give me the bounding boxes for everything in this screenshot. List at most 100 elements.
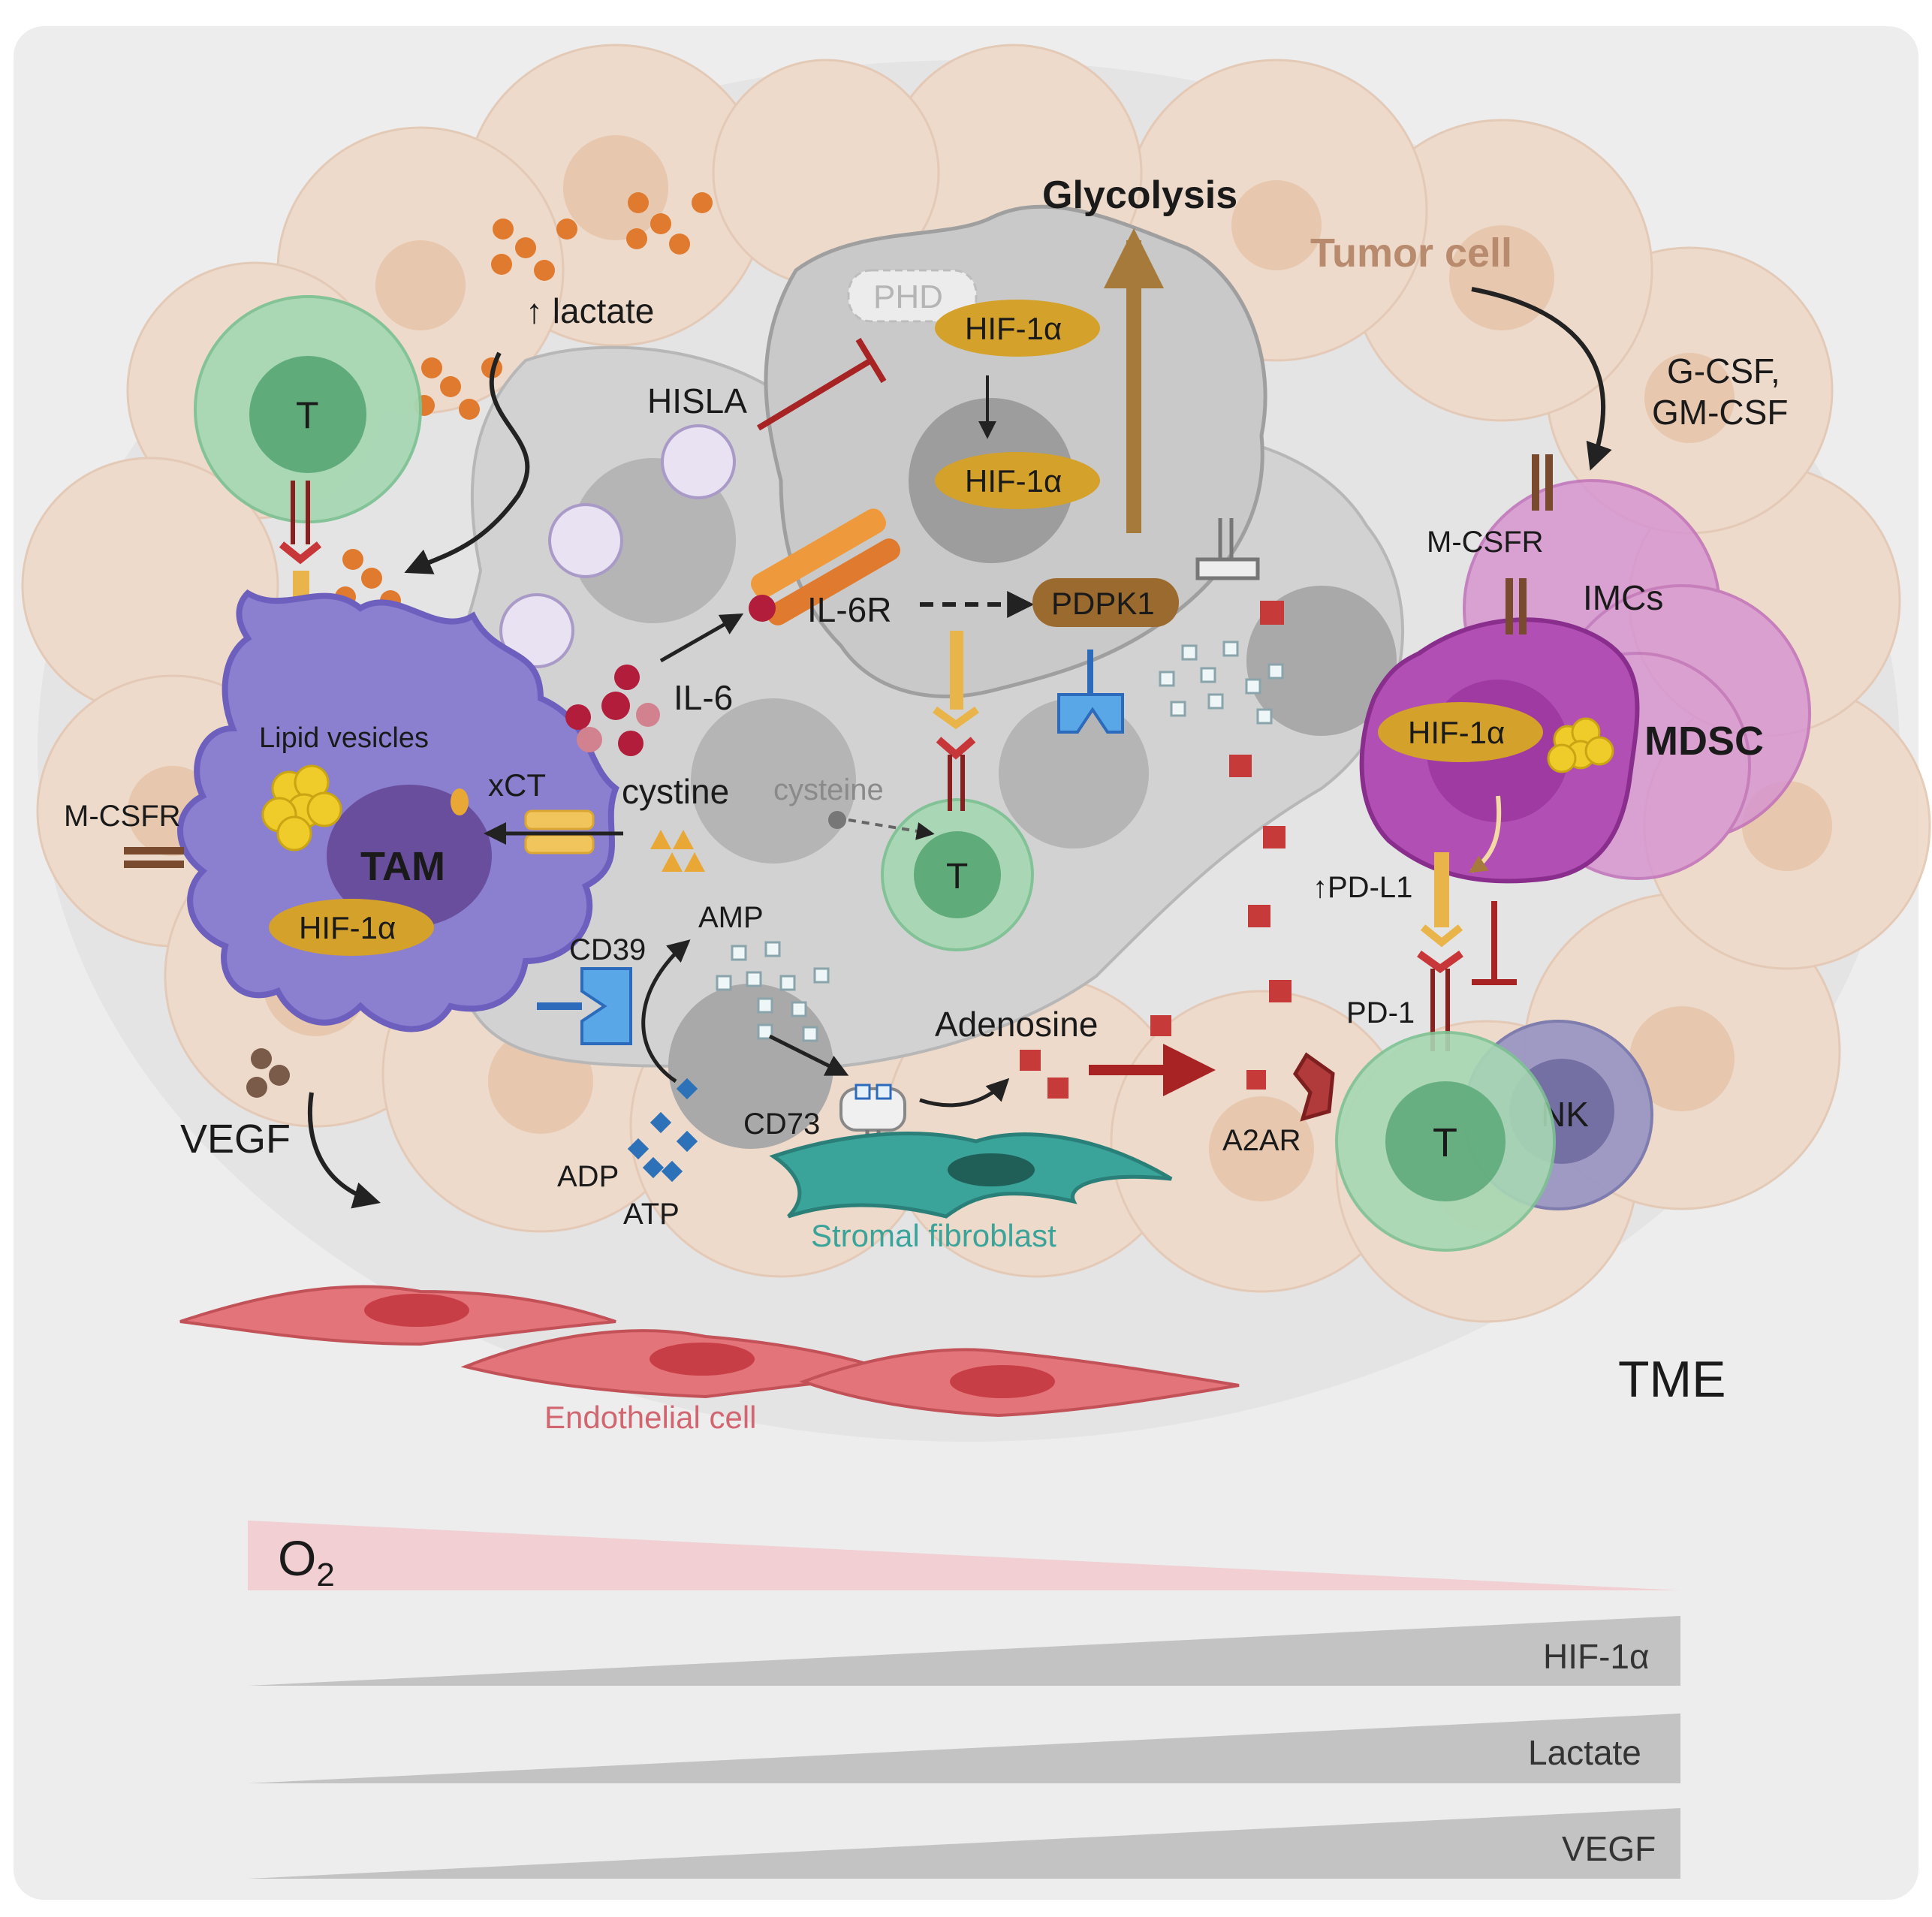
hisla-inhibition-line: [756, 357, 873, 431]
lipid-vesicles-label: Lipid vesicles: [259, 722, 429, 754]
t-cell-center-label: T: [946, 857, 968, 897]
adenosine-label: Adenosine: [935, 1005, 1098, 1044]
lactate-gradient-wedge: [248, 1714, 1680, 1783]
t-cell-top-left-label: T: [296, 394, 319, 436]
grey-receptor-center: [1195, 518, 1260, 580]
cysteine-arrow: [848, 818, 935, 840]
a2ar-receptor: [1292, 1052, 1335, 1122]
adp-label: ADP: [557, 1160, 619, 1193]
t-cell-right: T: [1335, 1031, 1556, 1252]
cd39-label: CD39: [569, 933, 646, 966]
hif-gradient-label: HIF-1α: [1543, 1637, 1650, 1676]
hif-gradient-wedge: [248, 1616, 1680, 1686]
phd-box: [847, 269, 978, 323]
mdsc-lipid-droplets: [1547, 717, 1614, 773]
amp-to-cd73-arrow: [768, 1034, 849, 1076]
mhc-center: [950, 631, 963, 710]
hif-nucleus-oval: [935, 452, 1100, 509]
m-csfr-left-label: M-CSFR: [64, 800, 181, 833]
cd73-to-adenosine-arrow: [919, 1078, 1010, 1108]
vegf-molecules: [246, 1048, 290, 1098]
pdpk1-box: [1032, 578, 1179, 627]
cystine-label: cystine: [622, 772, 729, 811]
cd39-enzyme: [580, 967, 632, 1045]
vegf-arrow: [307, 1092, 381, 1209]
pdpk1-label: PDPK1: [1051, 586, 1155, 621]
pd-1-label: PD-1: [1346, 996, 1415, 1029]
t-cell-right-label: T: [1433, 1120, 1457, 1165]
m-csfr-right-label: M-CSFR: [1427, 526, 1544, 559]
vegf-label: VEGF: [180, 1117, 291, 1162]
a2ar-label: A2AR: [1222, 1124, 1301, 1157]
xct-transporter: [524, 809, 595, 855]
hif-mdsc-oval: [1378, 702, 1543, 762]
hisla-inhibition-bar: [855, 337, 887, 384]
stromal-fibroblast-label: Stromal fibroblast: [811, 1218, 1056, 1253]
tcr-center: [936, 737, 976, 760]
mdsc-label: MDSC: [1644, 719, 1764, 764]
pd-1-receptor: [1417, 950, 1463, 974]
imcs-label: IMCs: [1583, 578, 1663, 617]
cysteine-droplet-tam: [451, 788, 469, 815]
m-csfr-right-receptor-bottom: [1506, 578, 1527, 634]
il6-molecules: [565, 665, 660, 756]
vegf-gradient-wedge: [248, 1808, 1680, 1879]
hif-pdl1-arrow: [1469, 795, 1502, 873]
g-csf-label-1: G-CSF,: [1667, 351, 1780, 390]
o2-subscript: 2: [316, 1557, 334, 1593]
o2-gradient-label: O2: [278, 1530, 335, 1593]
o2-symbol: O: [278, 1530, 316, 1586]
vesicle: [661, 424, 736, 499]
lactate-arrow: [404, 351, 530, 574]
m-csfr-left-receptor: [124, 847, 184, 868]
hif-cytoplasm-label: HIF-1α: [965, 311, 1062, 346]
il6-label: IL-6: [674, 678, 733, 717]
blue-transporter-center: [1057, 693, 1124, 734]
hif-tam-oval: [269, 899, 434, 956]
tumor-to-imc-arrow: [1471, 287, 1612, 471]
amp-label: AMP: [698, 901, 764, 934]
g-csf-label-2: GM-CSF: [1652, 393, 1788, 432]
atp-to-amp-arrow: [641, 939, 691, 1084]
fibroblast-nucleus: [948, 1153, 1035, 1186]
antigen-receptor-top-left: [279, 541, 322, 565]
pd-l1-stem: [1434, 852, 1449, 927]
il6r-label: IL-6R: [807, 590, 891, 629]
glycolysis-label: Glycolysis: [1042, 173, 1237, 217]
t-cell-top-left: T: [194, 295, 422, 523]
tumor-cell-label: Tumor cell: [1310, 231, 1512, 276]
vesicle: [499, 593, 574, 668]
lactate-label: ↑ lactate: [526, 291, 654, 330]
tam-label: TAM: [360, 844, 445, 889]
tam-nucleus: [327, 785, 492, 927]
vesicle: [548, 503, 623, 578]
pd-l1-cap: [1420, 924, 1463, 948]
pd-l1-label: ↑PD-L1: [1313, 871, 1412, 904]
t-cell-center: T: [881, 798, 1034, 951]
endothelial-cell-label: Endothelial cell: [544, 1400, 757, 1435]
tme-label: TME: [1618, 1351, 1726, 1408]
phd-label: PHD: [873, 279, 943, 315]
cystine-molecules: [650, 830, 705, 872]
gradient-legend: O2 HIF-1α Lactate VEGF: [248, 1521, 1680, 1879]
il6-arrow: [659, 613, 744, 663]
hif-cytoplasm-oval: [935, 300, 1100, 357]
cysteine-label: cysteine: [773, 773, 884, 806]
endothelial-cells: [179, 1285, 1240, 1418]
o2-gradient-wedge: [248, 1521, 1680, 1590]
lactate-gradient-label: Lactate: [1528, 1733, 1641, 1772]
tcr-receptor-top-left: [291, 481, 310, 544]
cysteine-dot: [828, 811, 846, 829]
tcr-center-stem: [948, 755, 965, 811]
lipid-droplets: [261, 764, 342, 851]
hisla-label: HISLA: [647, 381, 747, 420]
cd73-label: CD73: [743, 1108, 820, 1141]
adp-atp-molecules: [627, 1078, 698, 1183]
adenosine-molecules: [1020, 601, 1292, 1099]
m-csfr-right-receptor-top: [1532, 454, 1553, 511]
il6r-receptor: [749, 508, 900, 625]
xct-label: xCT: [488, 767, 546, 803]
amp-molecules: [716, 941, 830, 1042]
